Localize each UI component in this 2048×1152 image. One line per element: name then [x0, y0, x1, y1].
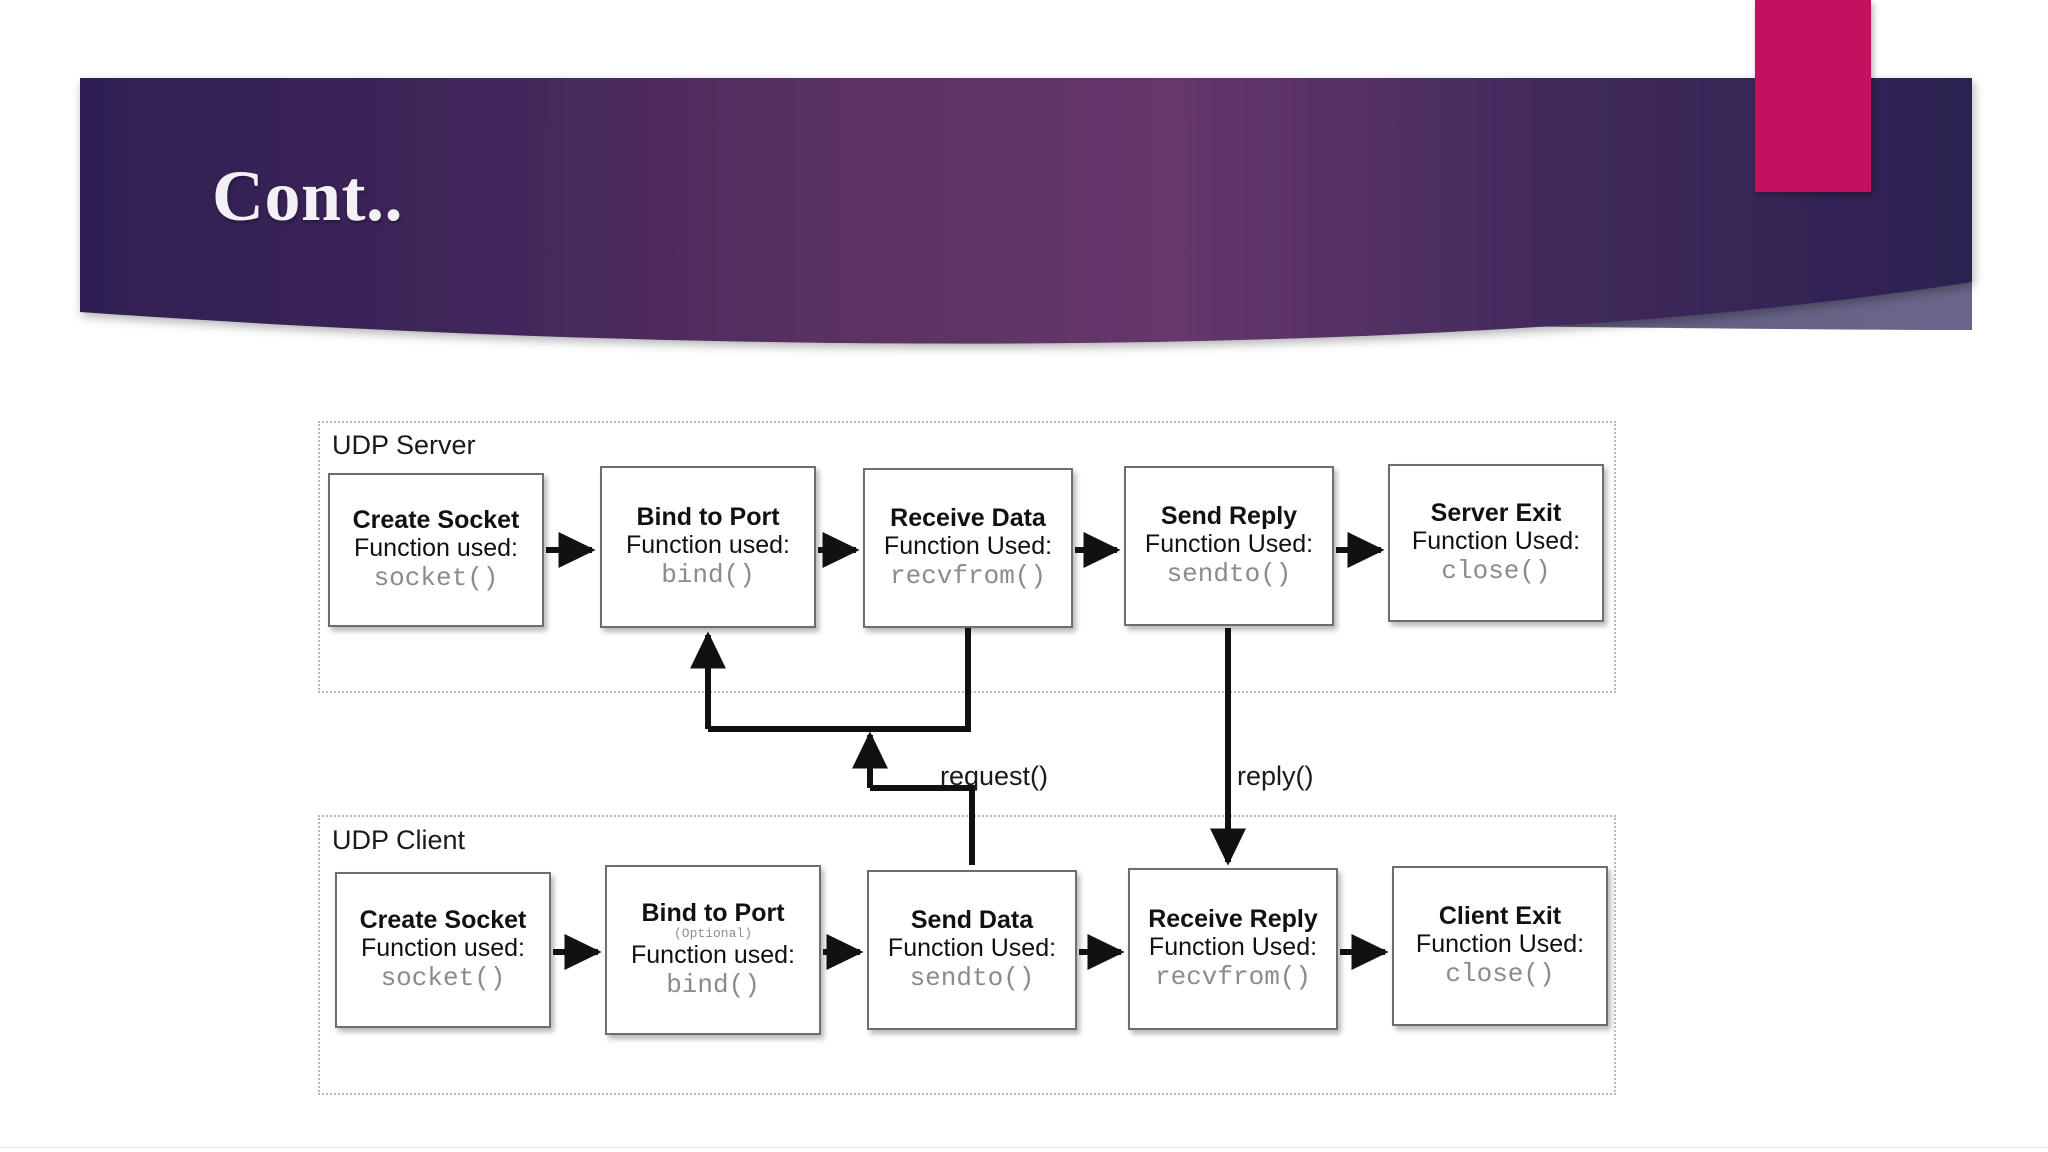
- node-subtitle: Function Used:: [1415, 929, 1585, 958]
- node-title: Receive Reply: [1148, 904, 1318, 933]
- node-bind-to-port-server[interactable]: Bind to Port Function used: bind(): [600, 466, 816, 628]
- node-title: Create Socket: [352, 505, 520, 534]
- node-subtitle: Function Used:: [1144, 529, 1314, 558]
- node-subtitle: Function Used:: [1411, 526, 1581, 555]
- node-subtitle: Function Used:: [887, 933, 1057, 962]
- accent-tab: [1755, 0, 1871, 192]
- node-subtitle: Function Used:: [1148, 932, 1318, 961]
- node-title: Receive Data: [890, 503, 1046, 532]
- node-title: Create Socket: [359, 905, 527, 934]
- node-function: sendto(): [1166, 559, 1292, 590]
- node-subtitle: Function used:: [631, 940, 795, 969]
- edge-label-reply: reply(): [1237, 761, 1314, 791]
- node-create-socket-client[interactable]: Create Socket Function used: socket(): [335, 872, 551, 1028]
- node-function: bind(): [666, 970, 760, 1001]
- node-send-data-client[interactable]: Send Data Function Used: sendto(): [867, 870, 1077, 1030]
- node-function: close(): [1441, 556, 1551, 587]
- node-subtitle: Function used:: [361, 933, 525, 962]
- node-function: sendto(): [909, 963, 1035, 994]
- node-receive-reply-client[interactable]: Receive Reply Function Used: recvfrom(): [1128, 868, 1338, 1030]
- node-title: Bind to Port: [636, 502, 780, 531]
- slide-bottom-rule: [0, 1147, 2048, 1148]
- node-function: close(): [1445, 959, 1555, 990]
- node-bind-to-port-client[interactable]: Bind to Port (Optional) Function used: b…: [605, 865, 821, 1035]
- node-server-exit[interactable]: Server Exit Function Used: close(): [1388, 464, 1604, 622]
- node-function: recvfrom(): [889, 561, 1047, 592]
- node-title: Client Exit: [1438, 901, 1562, 930]
- node-title: Bind to Port: [641, 898, 785, 927]
- node-subtitle: Function used:: [626, 530, 790, 559]
- page-title: Cont..: [212, 156, 404, 236]
- node-receive-data-server[interactable]: Receive Data Function Used: recvfrom(): [863, 468, 1073, 628]
- node-function: recvfrom(): [1154, 962, 1312, 993]
- node-subtitle: Function Used:: [883, 531, 1053, 560]
- node-function: bind(): [661, 560, 755, 591]
- node-create-socket-server[interactable]: Create Socket Function used: socket(): [328, 473, 544, 627]
- node-function: socket(): [373, 563, 499, 594]
- node-send-reply-server[interactable]: Send Reply Function Used: sendto(): [1124, 466, 1334, 626]
- edge-label-request: request(): [940, 761, 1049, 791]
- group-label-udp-client: UDP Client: [332, 825, 466, 855]
- node-function: socket(): [380, 963, 506, 994]
- node-optional-note: (Optional): [673, 925, 752, 941]
- node-title: Send Reply: [1160, 501, 1298, 530]
- node-client-exit[interactable]: Client Exit Function Used: close(): [1392, 866, 1608, 1026]
- node-subtitle: Function used:: [354, 533, 518, 562]
- node-title: Server Exit: [1430, 498, 1562, 527]
- node-title: Send Data: [910, 905, 1034, 934]
- group-label-udp-server: UDP Server: [332, 430, 476, 460]
